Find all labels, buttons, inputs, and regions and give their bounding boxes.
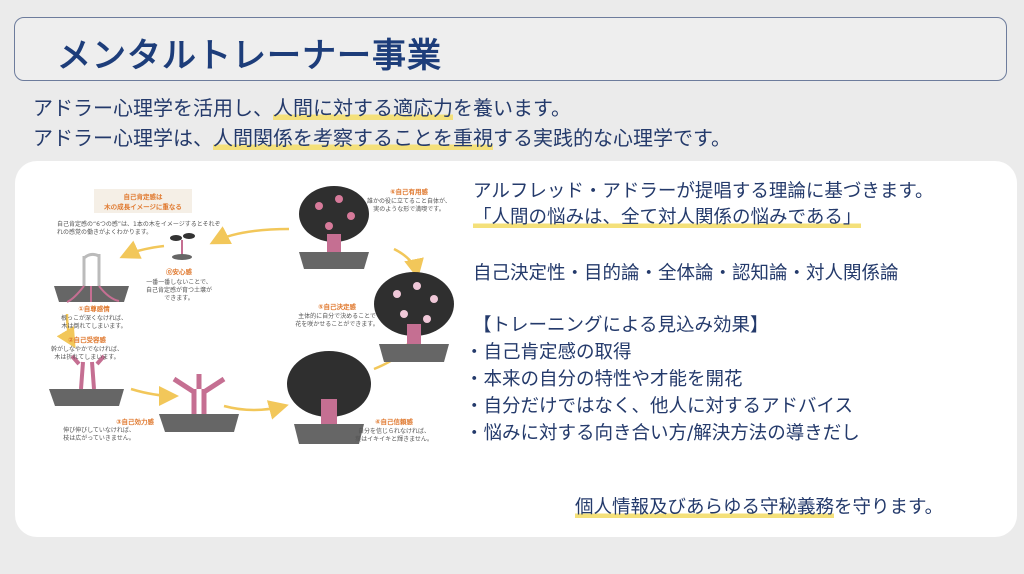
arrow [130,385,179,406]
stage-trunk [49,354,124,406]
confidentiality-note: 個人情報及びあらゆる守秘義務を守ります。 [575,493,943,519]
intro-2-highlight: 人間関係を考察することを重視 [213,126,493,150]
arrow [119,240,165,259]
adler-quote: 「人間の悩みは、全て対人関係の悩みである」 [473,203,862,229]
stage-6-text-2: 実のような形で満喫です。 [373,205,444,213]
intro-1-c: を養います。 [453,96,571,120]
stage-6-label: ⑥自己有用感 [390,187,429,196]
stage-2-text-2: 木は折れてしまいます。 [54,353,119,361]
stage-2-text-1: 幹がしなやかでなければ、 [51,345,123,353]
stage-3-text-2: 枝は広がっていきません。 [63,434,135,442]
stage-5-label: ⑤自己決定感 [318,302,357,311]
stage-0-text-3: できます。 [164,295,193,302]
stage-flowers [374,272,454,362]
stage-3-label: ③自己効力感 [116,417,155,426]
stage-4-text-2: 葉はイキイキと輝きません。 [355,435,433,443]
figure-heading: 自己肯定感は [124,192,164,201]
effect-item: ・自己肯定感の取得 [465,342,632,363]
confidentiality-tail: を守ります。 [834,497,944,518]
theory-line: アルフレッド・アドラーが提唱する理論に基づきます。 [473,181,934,202]
stage-5-text-1: 主体的に自分で決めることで [298,312,376,320]
tree-growth-illustration: 自己肯定感は 木の成長イメージに重なる 自己肯定感の“6つの感”は、1本の木をイ… [49,186,454,444]
stage-4-label: ④自己信頼感 [375,417,414,426]
figure-heading-2: 木の成長イメージに重なる [103,202,182,211]
stage-0-text-2: 自己肯定感が育つ土壌が [146,286,212,294]
stage-4-text-1: 自分を信じられなければ、 [358,427,430,435]
arrow [56,313,76,349]
arrow [209,226,290,245]
adler-quote-text: 「人間の悩みは、全て対人関係の悩みである」 [473,207,862,228]
stage-1-label: ①自尊感情 [78,304,110,313]
stage-3-text-1: 伸び伸びしていなければ、 [63,426,135,434]
stage-0-label: ⓪安心感 [166,267,193,276]
effects-heading: 【トレーニングによる見込み効果】 [473,315,769,336]
intro-2-a: アドラー心理学は、 [33,126,213,150]
intro-1-a: アドラー心理学を活用し、 [33,96,273,120]
intro-line-1: アドラー心理学を活用し、人間に対する適応力を養います。 [33,92,571,121]
figure-desc-1: 自己肯定感の“6つの感”は、1本の木をイメージするとそれぞ [57,220,221,228]
theory-list: 自己決定性・目的論・全体論・認知論・対人関係論 [473,263,899,284]
arrow [223,400,289,420]
effect-item: ・悩みに対する向き合い方/解決方法の導きだし [465,423,860,444]
stage-branches [159,374,239,432]
title-box: メンタルトレーナー事業 [14,17,1007,81]
stage-1-text-2: 木は倒れてしまいます。 [61,322,126,330]
intro-2-c: する実践的な心理学です。 [493,126,731,150]
stage-5-text-2: 花を咲かせることができます。 [295,320,378,328]
effect-item: ・本来の自分の特性や才能を開花 [465,369,743,390]
stage-1-text-1: 根っこが深くなければ、 [61,314,127,322]
arrow [393,247,424,279]
stage-leaves [287,351,371,444]
effect-item: ・自分だけではなく、他人に対するアドバイス [465,396,853,417]
page-title: メンタルトレーナー事業 [57,36,442,76]
content-panel: 自己肯定感は 木の成長イメージに重なる 自己肯定感の“6つの感”は、1本の木をイ… [15,161,1017,537]
intro-1-highlight: 人間に対する適応力 [273,96,453,120]
stage-fruits [299,186,369,269]
stage-2-label: ②自己受容感 [68,335,107,344]
stage-6-text-1: 誰かの役に立てること自体が、 [367,197,451,205]
confidentiality-highlight: 個人情報及びあらゆる守秘義務 [575,497,835,518]
stage-sprout [170,233,195,260]
stage-0-text-1: 一番一番しないことで、 [146,279,212,286]
stage-roots [54,252,129,303]
figure-heading-box [94,189,192,213]
figure-desc-2: れの感覚の働きがよくわかります。 [57,228,152,236]
intro-line-2: アドラー心理学は、人間関係を考察することを重視する実践的な心理学です。 [33,122,731,151]
